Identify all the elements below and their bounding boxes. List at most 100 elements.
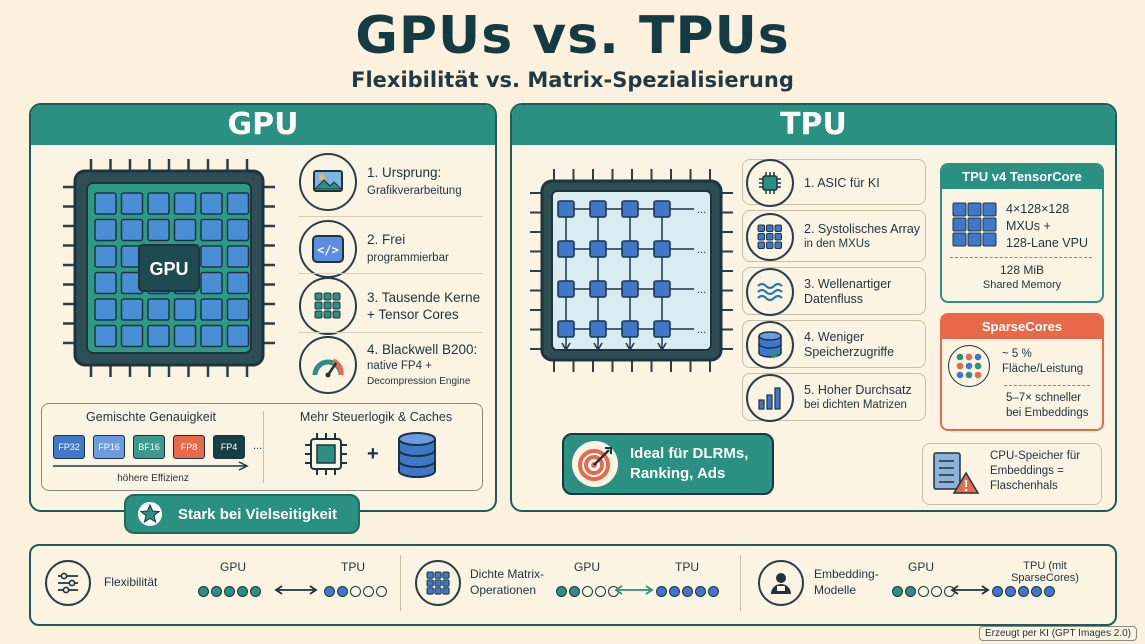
gpu-core-cell: [94, 245, 117, 268]
rating-dot: [198, 586, 209, 597]
comparison-2-label-2: Operationen: [470, 583, 537, 597]
target-icon: [572, 441, 618, 487]
rating-dot: [656, 586, 667, 597]
mxu-grid-icon: [952, 202, 997, 247]
tensorcore-header: TPU v4 TensorCore: [942, 165, 1102, 189]
database-icon: [746, 321, 794, 369]
rating-dot: [1005, 586, 1016, 597]
page-title: GPUs vs. TPUs: [355, 6, 790, 66]
comparison-2-tpu-dots: [656, 584, 721, 602]
comparison-1-gpu-dots: [198, 584, 263, 602]
comparison-2-gpu-label: GPU: [573, 560, 600, 574]
double-arrow-icon: [950, 585, 990, 595]
tpu-item-4-detail: Speicherzugriffe: [804, 345, 895, 359]
sparse-dots-icon: [948, 345, 990, 387]
image-icon: [299, 153, 357, 211]
gpu-item-3: 3. Tausende Kerne+ Tensor Cores: [299, 277, 480, 335]
rating-dot: [556, 586, 567, 597]
tensorcore-line-1: 4×128×128: [1006, 202, 1070, 216]
tpu-panel-header: TPU: [512, 105, 1115, 145]
server-warning-icon: [933, 452, 980, 494]
gpu-core-cell: [226, 324, 250, 348]
gpu-core-cell: [173, 324, 197, 348]
comparison-3-tpu-dots: [992, 584, 1057, 602]
sliders-icon: [45, 560, 91, 606]
tensorcore-line-2: MXUs +: [1006, 219, 1051, 233]
rating-dot: [1031, 586, 1042, 597]
gpu-core-cell: [147, 192, 170, 215]
comparison-1-gpu-label: GPU: [219, 560, 246, 574]
systolic-cell: [557, 320, 575, 338]
systolic-cell: [653, 320, 671, 338]
array-ellipsis: ...: [697, 284, 706, 296]
gpu-core-cell: [173, 298, 197, 321]
array-ellipsis: ...: [697, 244, 706, 256]
gpu-core-cell: [226, 192, 250, 215]
versatility-badge: Stark bei Vielseitigkeit: [124, 494, 360, 534]
rating-dot: [931, 586, 942, 597]
gpu-core-cell: [147, 324, 170, 348]
ai-generated-note: Erzeugt per KI (GPT Images 2.0): [979, 626, 1137, 641]
cpu-chip-icon: [305, 433, 347, 475]
gpu-core-cell: [94, 218, 117, 242]
tpu-item-3-title: 3. Wellenartiger: [804, 277, 892, 291]
chip-more: ...: [253, 440, 263, 452]
systolic-cell: [589, 280, 607, 298]
rating-dot: [918, 586, 929, 597]
double-arrow-icon: [614, 585, 654, 595]
gpu-item-1: 1. Ursprung:Grafikverarbeitung: [299, 153, 462, 211]
rating-dot: [237, 586, 248, 597]
page-subtitle: Flexibilität vs. Matrix-Spezialisierung: [351, 68, 794, 92]
code-icon: </>: [299, 220, 357, 278]
gpu-item-2-title: 2. Frei: [367, 232, 406, 247]
double-arrow-icon: [274, 585, 318, 595]
gpu-core-cell: [200, 192, 223, 215]
rating-dot: [224, 586, 235, 597]
systolic-cell: [621, 280, 639, 298]
systolic-cell: [653, 280, 671, 298]
comparison-3-gpu-label: GPU: [907, 560, 934, 574]
gpu-panel: GPU GPU 1. Ursprung:Grafikverarbeitung <…: [29, 103, 497, 512]
systolic-cell: [589, 240, 607, 258]
tensorcore-line-3: 128-Lane VPU: [1006, 236, 1089, 250]
gpu-core-cell: [94, 271, 117, 295]
rating-dot: [905, 586, 916, 597]
gpu-core-cell: [200, 324, 223, 348]
sparse-speed-label: bei Embeddings: [1006, 407, 1089, 419]
tensorcore-mem-2: Shared Memory: [982, 279, 1062, 291]
systolic-cell: [653, 200, 671, 218]
cache-database-icon: [398, 432, 436, 478]
chip-icon: [746, 159, 794, 207]
comparison-3-label: Embedding-: [814, 567, 879, 581]
gpu-core-cell: [173, 218, 197, 242]
gpu-item-4-detail2: Decompression Engine: [367, 375, 471, 387]
gpu-core-cell: [147, 298, 170, 321]
gpu-core-cell: [200, 298, 223, 321]
plus-sign: +: [367, 443, 379, 465]
rating-dot: [211, 586, 222, 597]
tpu-item-2-detail: in den MXUs: [804, 238, 870, 250]
tpu-item-5-title: 5. Hoher Durchsatz: [804, 383, 912, 397]
tpu-item-5-detail: bei dichten Matrizen: [804, 399, 907, 411]
gpu-core-cell: [94, 192, 117, 215]
rating-dot: [363, 586, 374, 597]
gpu-core-cell: [226, 298, 250, 321]
matrix-icon: [415, 560, 461, 606]
rating-dot: [682, 586, 693, 597]
sparse-speed: 5–7× schneller: [1006, 392, 1082, 404]
gpu-item-4-detail: native FP4 +: [367, 359, 432, 372]
rating-dot: [595, 586, 606, 597]
rating-dot: [892, 586, 903, 597]
chip-fp4: FP4: [213, 435, 245, 459]
precision-chips: FP32 FP16 BF16 FP8 FP4 ...: [53, 435, 262, 459]
sparsecores-card: SparseCores: [940, 313, 1104, 431]
rating-dot: [695, 586, 706, 597]
array-ellipsis: ...: [697, 204, 706, 216]
systolic-cell: [557, 240, 575, 258]
systolic-cell: [589, 320, 607, 338]
comparison-strip: [29, 544, 1117, 626]
gpu-core-cell: [226, 218, 250, 242]
tpu-item-2-title: 2. Systolisches Array: [804, 222, 921, 236]
gpu-item-4: 4. Blackwell B200:native FP4 +Decompress…: [299, 336, 477, 394]
ideal-line-1: Ideal für DLRMs,: [630, 445, 749, 462]
